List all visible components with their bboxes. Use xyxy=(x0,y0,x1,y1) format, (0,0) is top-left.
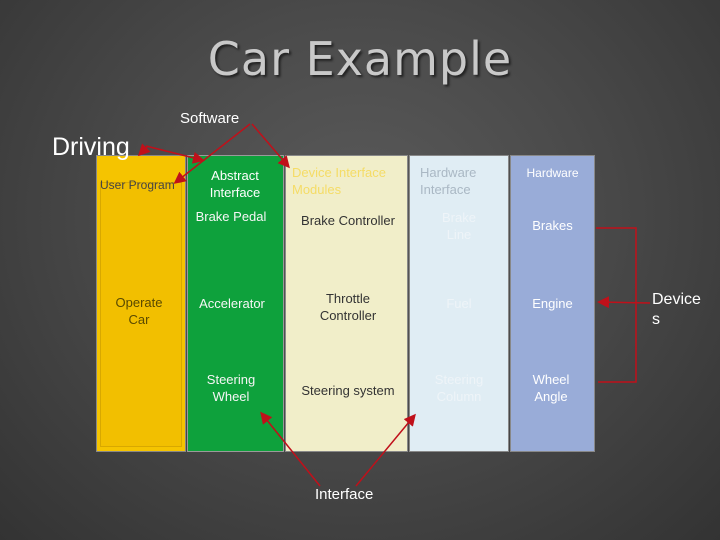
slide-title: Car Example xyxy=(207,32,513,86)
devices-label: Device s xyxy=(652,291,701,328)
device-interface-modules-column xyxy=(285,155,408,452)
fuel-cell: Fuel xyxy=(446,296,472,311)
software-arrow-abstract xyxy=(251,123,290,169)
software-label: Software xyxy=(180,110,240,127)
driving-arrow-abstract xyxy=(145,145,205,164)
devices-bracket xyxy=(596,227,637,383)
steering-system-cell: Steering system xyxy=(301,383,395,398)
driving-label: Driving xyxy=(52,133,130,161)
accelerator-cell: Accelerator xyxy=(199,296,265,311)
interface-label: Interface xyxy=(315,486,374,503)
steering-column-cell: Steering Column xyxy=(434,372,484,404)
user-program-column xyxy=(96,155,186,452)
hardware-header: Hardware xyxy=(526,166,579,180)
driving-arrow-user xyxy=(137,143,151,157)
software-arrow-user xyxy=(173,123,251,184)
interface-arrow-abstract xyxy=(260,411,321,487)
devices-arrow-engine xyxy=(597,296,651,309)
device-interface-modules-header: Device Interface Modules xyxy=(292,165,386,197)
brakes-cell: Brakes xyxy=(532,218,573,233)
operate-car-cell: Operate Car xyxy=(115,295,163,327)
interface-arrow-hwif xyxy=(355,413,416,487)
brake-controller-cell: Brake Controller xyxy=(301,213,395,228)
abstract-interface-column xyxy=(187,155,284,452)
hardware-column xyxy=(510,155,595,452)
engine-cell: Engine xyxy=(532,296,573,311)
hardware-interface-column xyxy=(409,155,509,452)
steering-wheel-cell: Steering Wheel xyxy=(206,372,256,404)
throttle-controller-cell: Throttle Controller xyxy=(319,291,377,323)
abstract-interface-header: Abstract Interface xyxy=(209,168,261,200)
user-program-header: User Program xyxy=(100,178,175,192)
hardware-interface-header: Hardware Interface xyxy=(420,165,477,197)
brake-line-cell: Brake Line xyxy=(442,210,476,242)
wheel-angle-cell: Wheel Angle xyxy=(532,372,570,404)
brake-pedal-cell: Brake Pedal xyxy=(195,209,267,224)
